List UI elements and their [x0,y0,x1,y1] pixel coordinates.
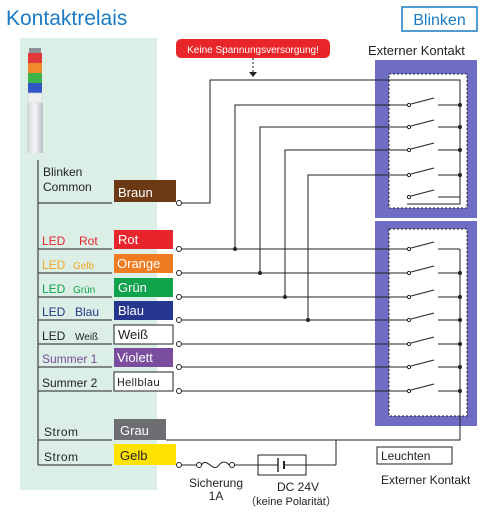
wire-tag-blau-label: Blau [118,303,144,318]
power-supply-icon [257,454,307,476]
wire-tag-hellblau: Hellblau [113,371,174,392]
wire-tag-grau: Grau [114,419,166,440]
wire-tag-violett: Violett [114,348,173,367]
label-led-blau: Blau [75,305,99,319]
label-led-gruen: Grün [73,285,95,296]
switches-leuchten [406,241,460,394]
wire-tag-braun-label: Braun [118,185,153,200]
wire-tag-gelb-label: Gelb [120,448,147,463]
wire-tag-orange-label: Orange [117,256,160,271]
warning-text: Keine Spannungsversorgung! [187,45,319,56]
wire-tag-gruen: Grün [114,278,173,297]
label-led-gelb-led: LED [42,258,66,272]
terminal-circles [176,200,182,468]
label-summer2: Summer 2 [42,376,98,390]
fuse-icon [196,461,235,469]
warning-callout: Keine Spannungsversorgung! [176,39,330,77]
wire-tag-braun: Braun [114,180,176,202]
power-label: DC 24V [277,480,319,494]
wire-tag-gruen-label: Grün [118,280,147,295]
label-led-weiss-led: LED [42,329,66,343]
mode-box [401,6,478,32]
label-led-rot-led: LED [42,234,66,248]
external-contact-label-top: Externer Kontakt [368,43,465,58]
junction-dots [233,103,462,393]
leuchten-label: Leuchten [381,449,430,463]
fuse-label: Sicherung [189,476,243,490]
switches-blinken [406,97,460,200]
wire-tag-rot: Rot [114,230,173,249]
signal-tower-icon [27,48,43,153]
label-common: Common [43,180,92,194]
fuse-value: 1A [209,489,224,503]
leuchten-box [376,446,453,465]
external-contact-label-bottom: Externer Kontakt [381,473,471,487]
wire-tag-weiss-label: Weiß [118,327,148,342]
wire-tag-weiss: Weiß [113,324,174,345]
label-blinken: Blinken [43,165,82,179]
label-strom-1: Strom [44,425,79,439]
label-summer1: Summer 1 [42,352,98,366]
label-led-gruen-led: LED [42,282,66,296]
page-title: Kontaktrelais [6,7,127,30]
wire-tag-hellblau-label: Hellblau [117,377,160,389]
wire-tag-rot-label: Rot [118,232,139,247]
label-led-blau-led: LED [42,305,66,319]
wire-tag-blau: Blau [114,301,173,320]
power-note: （keine Polarität） [245,495,337,508]
mode-box-label: Blinken [413,12,465,29]
wire-tag-orange: Orange [114,254,173,273]
wiring [37,79,461,466]
label-led-weiss: Weiß [75,332,98,343]
wire-tag-gelb: Gelb [114,444,176,465]
label-led-rot: Rot [79,234,98,248]
wire-tag-violett-label: Violett [117,350,153,365]
label-strom-2: Strom [44,450,79,464]
wire-tag-grau-label: Grau [120,423,149,438]
label-led-gelb: Gelb [73,261,95,272]
